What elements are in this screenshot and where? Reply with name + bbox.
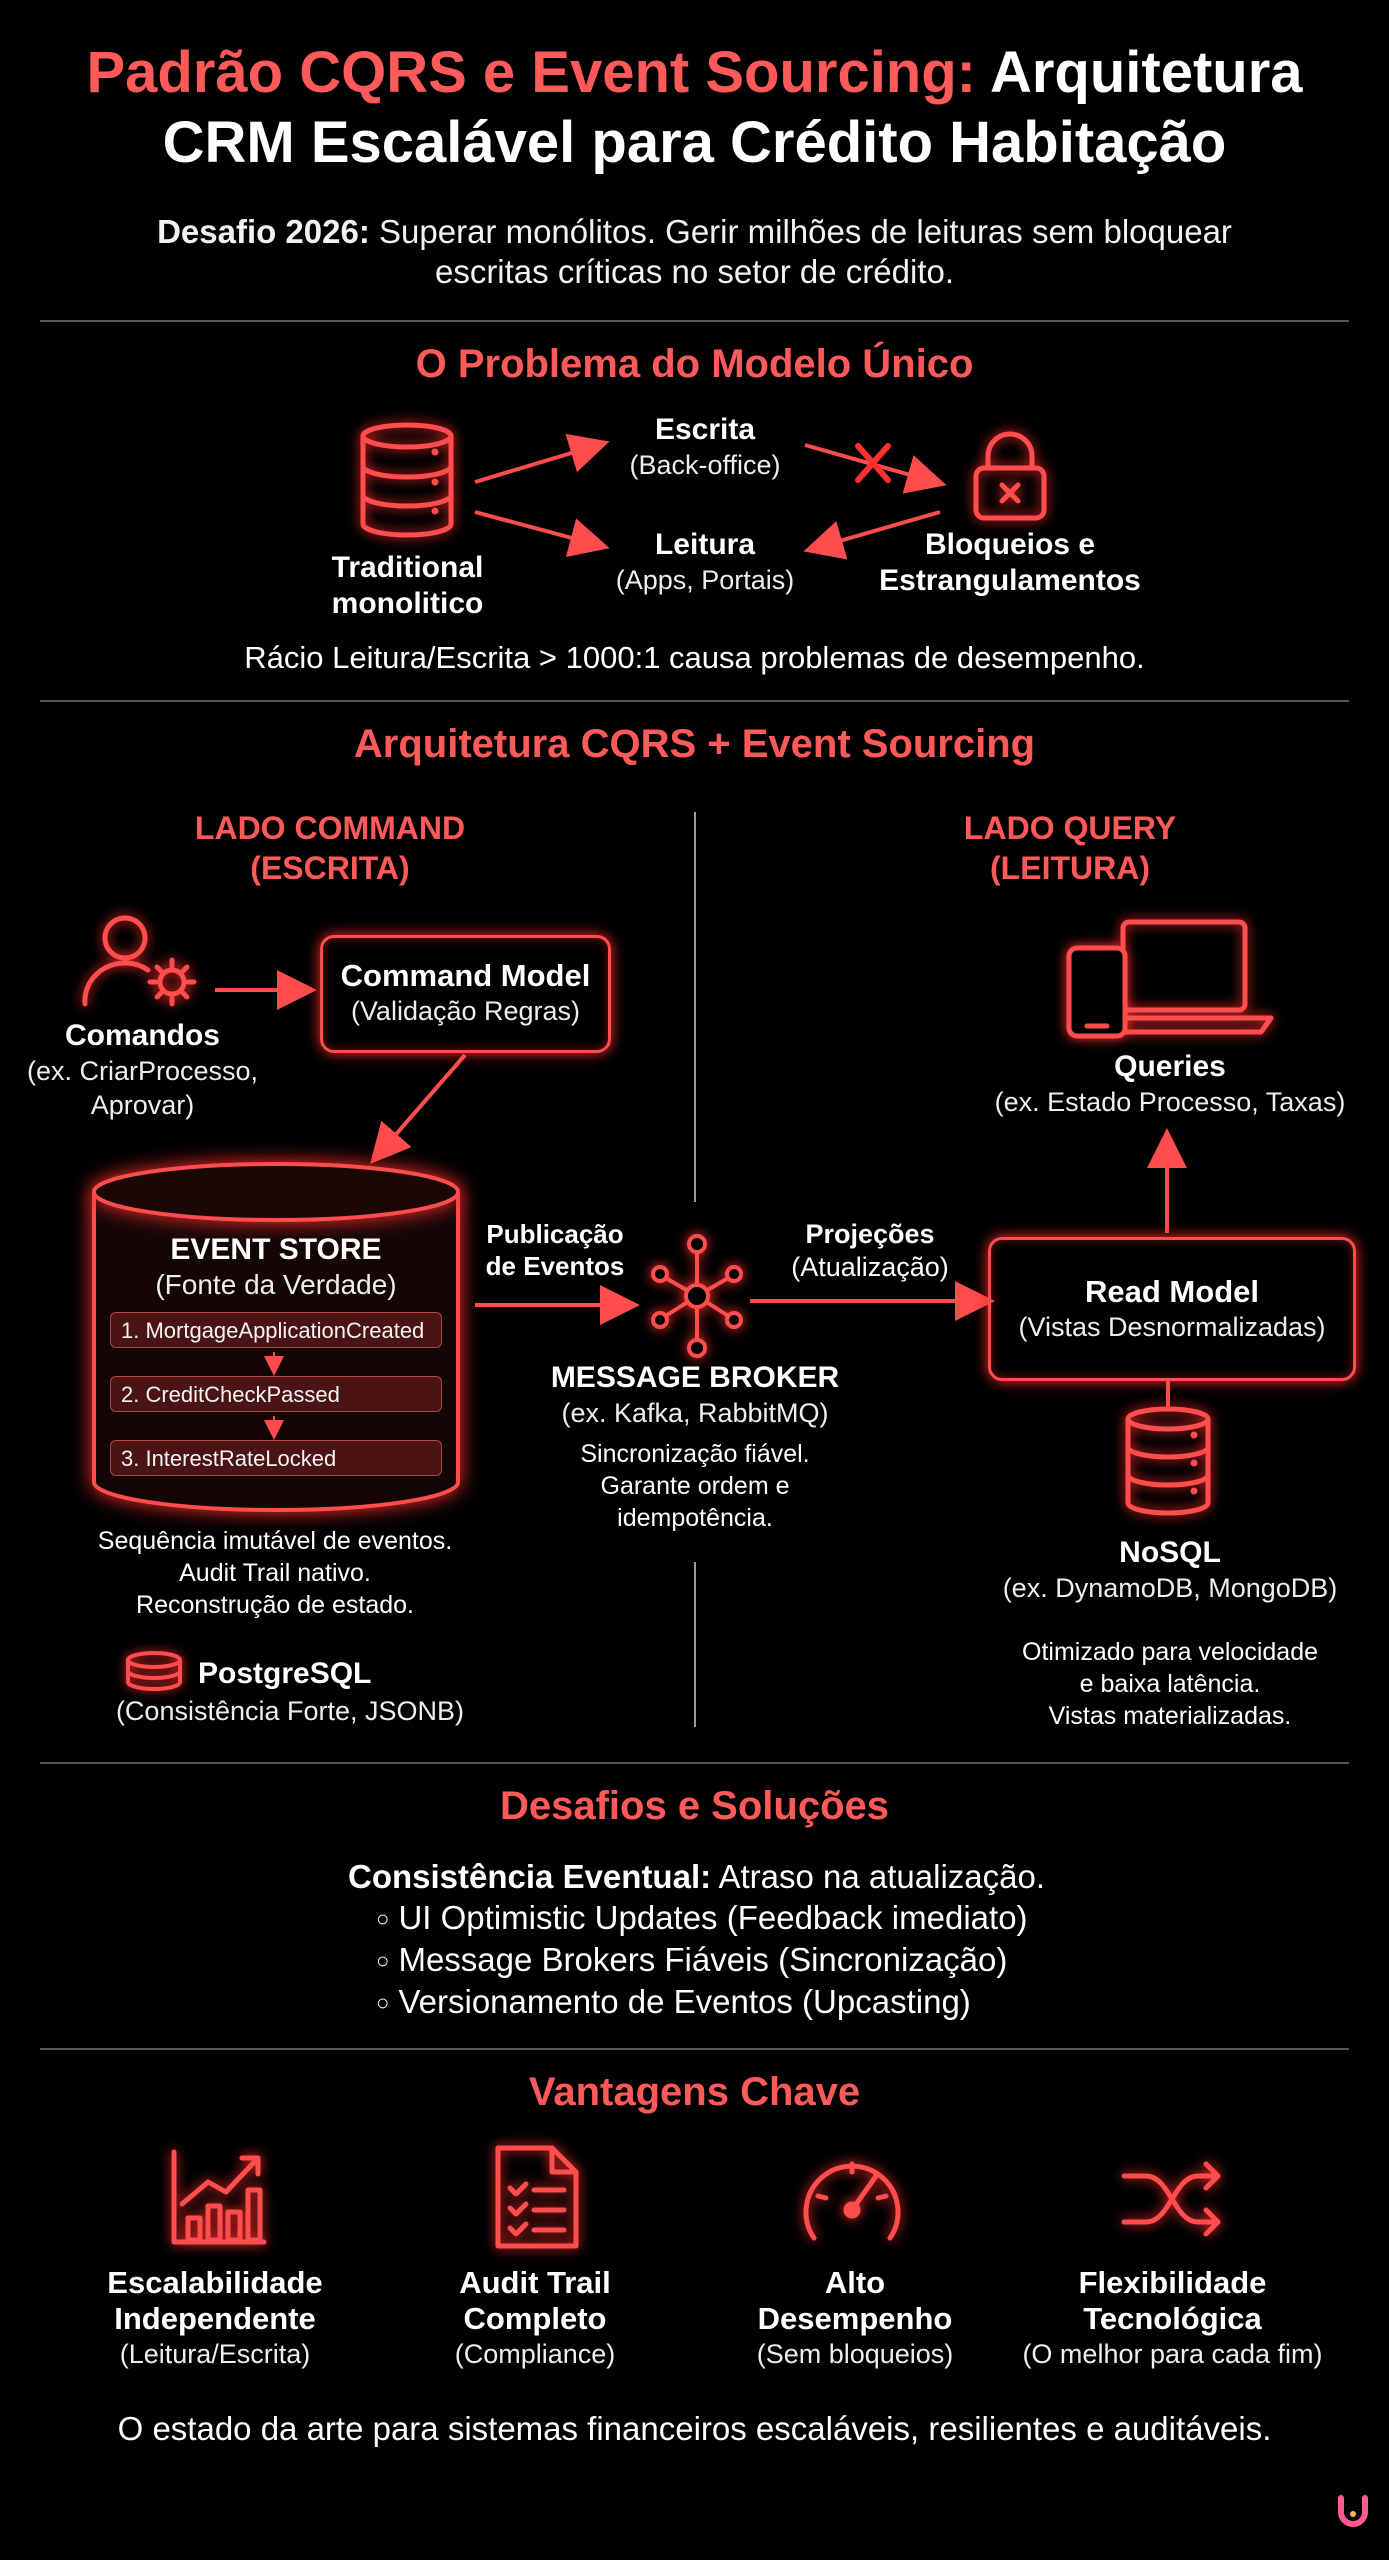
projections-label: Projeções (Atualização)	[791, 1219, 949, 1282]
publish-label: Publicação de Eventos	[485, 1219, 625, 1281]
monolith-label: Traditional monolitico	[331, 551, 484, 620]
divider	[40, 2048, 1349, 2050]
lock-label: Bloqueios e Estrangulamentos	[879, 528, 1141, 597]
queries-node: Queries (ex. Estado Processo, Taxas)	[994, 1050, 1346, 1117]
nosql-notes: Otimizado para velocidade e baixa latênc…	[1022, 1638, 1318, 1730]
title-line-2: CRM Escalável para Crédito Habitação	[162, 110, 1227, 175]
challenges-list: Consistência Eventual: Atraso na atualiz…	[348, 1856, 1045, 2023]
postgres-title: PostgreSQL	[198, 1657, 372, 1690]
event-item: 2. CreditCheckPassed	[110, 1376, 442, 1412]
subtitle-line-2: escritas críticas no setor de crédito.	[434, 253, 955, 290]
list-item: ○ UI Optimistic Updates (Feedback imedia…	[376, 1899, 1028, 1936]
brand-logo-icon	[1338, 2495, 1368, 2527]
advantage-item: Flexibilidade Tecnológica (O melhor para…	[1022, 2265, 1323, 2369]
side-divider-top	[694, 812, 696, 1202]
command-side-label: LADO COMMAND (ESCRITA)	[194, 810, 466, 886]
arrow-to-command-model	[215, 970, 317, 1010]
challenges-heading: Desafios e Soluções	[499, 1784, 890, 1828]
broker-notes: Sincronização fiável. Garante ordem e id…	[580, 1440, 810, 1532]
advantage-item: Alto Desempenho (Sem bloqueios)	[756, 2265, 954, 2369]
advantage-item: Audit Trail Completo (Compliance)	[454, 2265, 616, 2369]
title-red-part: Padrão CQRS e Event Sourcing:	[86, 40, 976, 105]
command-model-box: Command Model (Validação Regras)	[320, 935, 611, 1053]
growth-chart-icon	[171, 2149, 267, 2245]
nosql-node: NoSQL (ex. DynamoDB, MongoDB)	[1002, 1536, 1338, 1603]
subtitle: Desafio 2026: Superar monólitos. Gerir m…	[0, 212, 1389, 292]
lock-icon	[973, 431, 1047, 521]
event-store-label: EVENT STORE (Fonte da Verdade)	[155, 1233, 397, 1300]
ratio-text: Rácio Leitura/Escrita > 1000:1 causa pro…	[244, 640, 1145, 675]
title-white-part: Arquitetura	[989, 40, 1303, 105]
page-title: Padrão CQRS e Event Sourcing: Arquitetur…	[0, 38, 1389, 178]
read-node: Leitura (Apps, Portais)	[615, 528, 795, 595]
list-item: ○ Versionamento de Eventos (Upcasting)	[376, 1983, 971, 2020]
footer-text: O estado da arte para sistemas financeir…	[117, 2410, 1272, 2447]
divider	[40, 320, 1349, 322]
advantage-item: Escalabilidade Independente (Leitura/Esc…	[107, 2265, 323, 2369]
read-model-connector	[1166, 1378, 1170, 1408]
broker-label: MESSAGE BROKER (ex. Kafka, RabbitMQ)	[550, 1361, 840, 1428]
document-checklist-icon	[495, 2145, 579, 2249]
architecture-heading: Arquitetura CQRS + Event Sourcing	[353, 722, 1036, 766]
commands-node: Comandos (ex. CriarProcesso, Aprovar)	[26, 1019, 259, 1120]
divider	[40, 1762, 1349, 1764]
shuffle-icon	[1121, 2161, 1221, 2237]
event-item: 3. InterestRateLocked	[110, 1440, 442, 1476]
arrow-to-queries	[1147, 1128, 1187, 1233]
event-item: 1. MortgageApplicationCreated	[110, 1312, 442, 1348]
event-store-cylinder	[92, 1162, 460, 1512]
subtitle-bold: Desafio 2026:	[157, 213, 370, 250]
blocked-arrows	[803, 443, 947, 560]
devices-icon	[1066, 919, 1274, 1039]
query-side-label: LADO QUERY (LEITURA)	[963, 810, 1177, 886]
advantages-heading: Vantagens Chave	[528, 2070, 861, 2114]
read-model-box: Read Model (Vistas Desnormalizadas)	[988, 1237, 1356, 1381]
challenges-lead: Consistência Eventual: Atraso na atualiz…	[348, 1858, 1046, 1895]
divider	[40, 700, 1349, 702]
arrow-to-read-model	[750, 1281, 995, 1321]
event-list: 1. MortgageApplicationCreated 2. CreditC…	[58, 1312, 498, 1482]
arrow-to-broker	[475, 1285, 640, 1325]
user-gear-icon	[82, 915, 197, 1007]
nosql-db-icon	[1125, 1406, 1211, 1516]
arrow-to-event-store	[370, 1053, 467, 1165]
postgres-db-icon	[126, 1651, 182, 1691]
write-node: Escrita (Back-office)	[629, 413, 781, 480]
subtitle-rest: Superar monólitos. Gerir milhões de leit…	[379, 213, 1232, 250]
problem-heading: O Problema do Modelo Único	[415, 342, 974, 386]
postgres-sub: (Consistência Forte, JSONB)	[115, 1696, 465, 1726]
monolith-arrows	[474, 433, 610, 558]
message-broker-icon	[651, 1234, 743, 1358]
event-sequence-arrows	[264, 1352, 284, 1440]
side-divider-bottom	[694, 1562, 696, 1727]
event-store-notes: Sequência imutável de eventos. Audit Tra…	[97, 1527, 453, 1619]
cross-icon	[855, 443, 891, 483]
database-icon	[360, 422, 454, 538]
list-item: ○ Message Brokers Fiáveis (Sincronização…	[376, 1941, 1008, 1978]
speedometer-icon	[803, 2161, 901, 2241]
